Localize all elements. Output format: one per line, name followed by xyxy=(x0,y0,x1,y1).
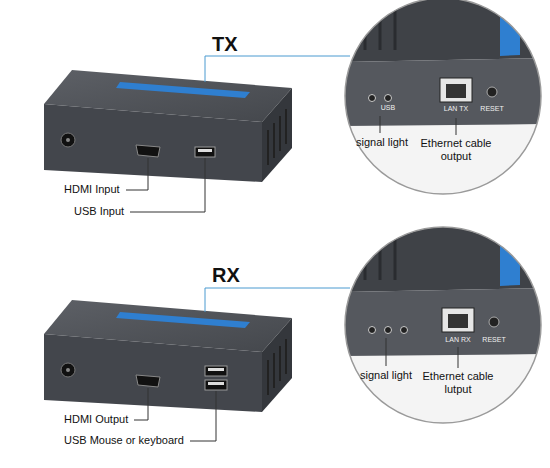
leader-lines xyxy=(126,158,205,212)
device-title: TX xyxy=(212,33,238,56)
port-label: HDMI Input xyxy=(64,183,120,196)
panel-marking: RESET xyxy=(480,105,503,113)
panel-marking: USB xyxy=(381,104,395,112)
panel-marking: LAN TX xyxy=(444,105,468,113)
panel-marking: RESET xyxy=(482,336,505,344)
callout-label: Ethernet cable output xyxy=(413,137,499,162)
callout-label: signal light xyxy=(356,136,408,149)
rx-device xyxy=(44,300,292,412)
callout-label: signal light xyxy=(360,369,412,382)
callout-label: Ethernet cable lutput xyxy=(415,370,501,395)
port-label: USB Mouse or keyboard xyxy=(64,434,184,447)
rx-zoom xyxy=(340,220,550,430)
panel-marking: LAN RX xyxy=(445,336,470,344)
leader-lines xyxy=(134,388,216,441)
leader-lines xyxy=(205,288,350,312)
tx-zoom xyxy=(340,0,550,200)
port-label: HDMI Output xyxy=(64,413,128,426)
tx-device xyxy=(44,70,292,182)
leader-lines xyxy=(205,56,350,82)
port-label: USB Input xyxy=(74,205,124,218)
device-title: RX xyxy=(212,264,240,287)
